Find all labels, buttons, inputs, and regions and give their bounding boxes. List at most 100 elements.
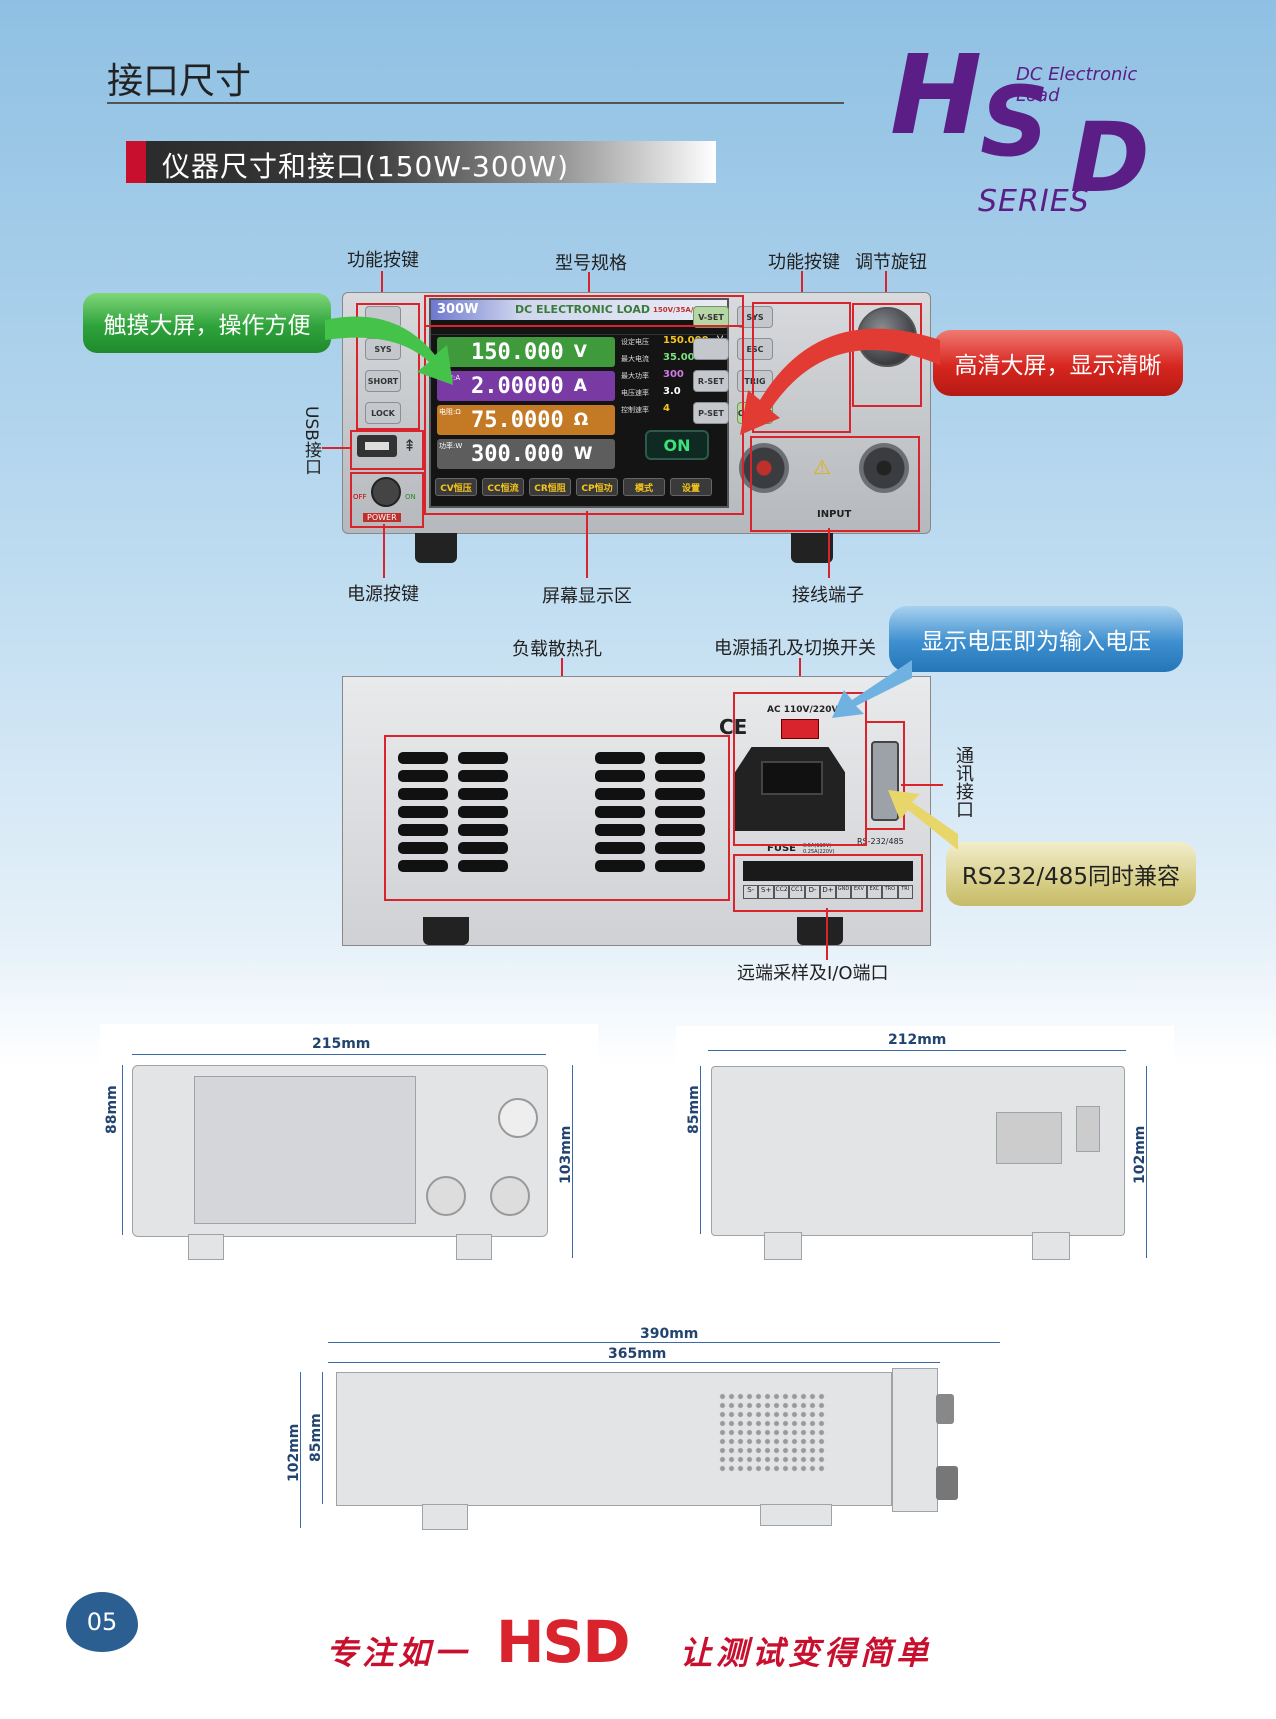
voltage-switch[interactable]	[781, 719, 819, 739]
section-title: 仪器尺寸和接口(150W-300W)	[162, 150, 570, 183]
vent-slot	[655, 860, 705, 872]
screen-header-power: 300W	[437, 302, 479, 317]
vent-slot	[595, 806, 645, 818]
fuse-label: FUSE	[767, 843, 796, 854]
vent-slot	[398, 770, 448, 782]
vent-slot	[398, 788, 448, 800]
vent-slot	[458, 788, 508, 800]
rear-foot-right	[797, 917, 843, 945]
terminal-label: GND	[835, 885, 852, 899]
title-underline	[107, 102, 844, 104]
terminal-label: D-	[804, 885, 821, 899]
vent-slot	[398, 824, 448, 836]
vset-button[interactable]: V-SET	[693, 306, 729, 328]
reading-current: 2.00000 A	[437, 371, 615, 401]
label-model: 型号规格	[555, 253, 627, 274]
esc-button[interactable]: ESC	[737, 338, 773, 360]
power-inlet-socket	[761, 761, 823, 795]
callout-hd-screen: 高清大屏，显示清晰	[933, 330, 1183, 396]
screen-status-bar	[431, 322, 727, 335]
terminal-labels: S- S+ CC2 CC1 D- D+ GND EXV EXC TRO TRI	[743, 885, 913, 899]
sub-reading-label: 最大电流	[621, 355, 649, 363]
rear-view-inlet	[996, 1112, 1062, 1164]
dim-line	[328, 1362, 940, 1363]
vent-slot	[655, 752, 705, 764]
brand-letter-h: H	[890, 31, 983, 159]
vent-slot	[458, 860, 508, 872]
reading-voltage: 150.000 V	[437, 337, 615, 367]
dim-line	[572, 1065, 573, 1258]
highlight-vent	[384, 735, 730, 901]
slogan-left: 专注如一	[326, 1634, 471, 1672]
vent-slot	[398, 752, 448, 764]
dim-line	[700, 1066, 701, 1234]
vent-slot	[458, 752, 508, 764]
dim-line	[300, 1372, 301, 1528]
dim-rear-width: 212mm	[888, 1032, 947, 1048]
side-view-front-bezel	[892, 1368, 938, 1512]
mode-cc-button[interactable]: CC恒流	[482, 478, 524, 496]
pset-button[interactable]: P-SET	[693, 402, 729, 424]
terminal-label: S+	[758, 885, 774, 899]
on-indicator[interactable]: ON	[645, 430, 709, 460]
vent-slot	[398, 860, 448, 872]
usb-port[interactable]	[357, 435, 397, 457]
rear-view-drawing: 212mm 85mm 102mm	[676, 1026, 1174, 1270]
sub-reading-label: 最大功率	[621, 372, 649, 380]
label-screen: 屏幕显示区	[542, 586, 632, 607]
front-button-short[interactable]: SHORT	[365, 370, 401, 392]
front-button-lock[interactable]: LOCK	[365, 402, 401, 424]
reading-voltage-unit: V	[573, 342, 587, 362]
dim-front-width: 215mm	[312, 1036, 371, 1052]
mode-set-button[interactable]: 设置	[670, 478, 712, 496]
sub-reading-value: 4	[663, 403, 670, 414]
rear-panel-device: AC 110V/220V CE FUSE 0.5A(110V) 0.25A(22…	[342, 676, 931, 946]
highlight-screen	[424, 325, 744, 515]
leader-func-right	[801, 271, 803, 303]
reading-current-unit: A	[573, 376, 587, 396]
mode-bar: CV恒压 CC恒流 CR恒阻 CP恒功 模式 设置	[435, 478, 725, 496]
trig-button[interactable]: TRIG	[737, 370, 773, 392]
vent-slot	[398, 806, 448, 818]
rs-port-connector[interactable]	[871, 741, 899, 821]
input-terminal-positive[interactable]	[739, 443, 789, 493]
rear-view-foot	[1032, 1232, 1070, 1260]
power-button[interactable]	[371, 477, 401, 507]
sys-right-button[interactable]: SYS	[737, 306, 773, 328]
brand-logo: H S D DC Electronic Load SERIES	[880, 40, 1180, 220]
label-power-socket: 电源插孔及切换开关	[714, 638, 876, 659]
section-banner: 仪器尺寸和接口(150W-300W)	[126, 141, 716, 183]
terminal-label: CC1	[789, 885, 805, 899]
right-button-blank[interactable]	[693, 338, 729, 360]
front-view-foot	[188, 1234, 224, 1260]
dim-line	[322, 1372, 323, 1504]
vent-slot	[655, 788, 705, 800]
highlight-terminals	[750, 436, 920, 532]
mode-cv-button[interactable]: CV恒压	[435, 478, 477, 496]
front-view-drawing: 215mm 88mm 103mm	[100, 1024, 598, 1268]
brand-letter-s: S	[980, 66, 1050, 178]
leader-screen	[586, 511, 588, 578]
sub-reading-row: 控制速率 4	[621, 403, 725, 415]
usb-icon: ⇞	[403, 436, 417, 455]
display-screen: 300W DC ELECTRONIC LOAD 150V/35A/300W 15…	[429, 298, 729, 508]
front-foot-right	[791, 533, 833, 563]
mode-select-button[interactable]: 模式	[623, 478, 665, 496]
vent-slot	[458, 806, 508, 818]
input-terminal-negative[interactable]	[859, 443, 909, 493]
terminal-label: TRO	[882, 885, 898, 899]
leader-terminals	[828, 528, 830, 578]
mode-cp-button[interactable]: CP恒功	[576, 478, 618, 496]
sub-reading-row: 最大功率 300	[621, 369, 725, 381]
side-view-drawing: 390mm 365mm 102mm 85mm	[280, 1322, 1010, 1542]
rset-button[interactable]: R-SET	[693, 370, 729, 392]
dim-line	[132, 1054, 546, 1055]
vent-slot	[655, 824, 705, 836]
mode-cr-button[interactable]: CR恒阻	[529, 478, 571, 496]
fuse-spec: 0.5A(110V) 0.25A(220V)	[803, 843, 835, 855]
highlight-usb	[350, 430, 424, 470]
slogan-right: 让测试变得简单	[680, 1634, 933, 1672]
terminal-block[interactable]	[743, 861, 913, 881]
front-view-foot	[456, 1234, 492, 1260]
label-terminals: 接线端子	[792, 585, 864, 606]
